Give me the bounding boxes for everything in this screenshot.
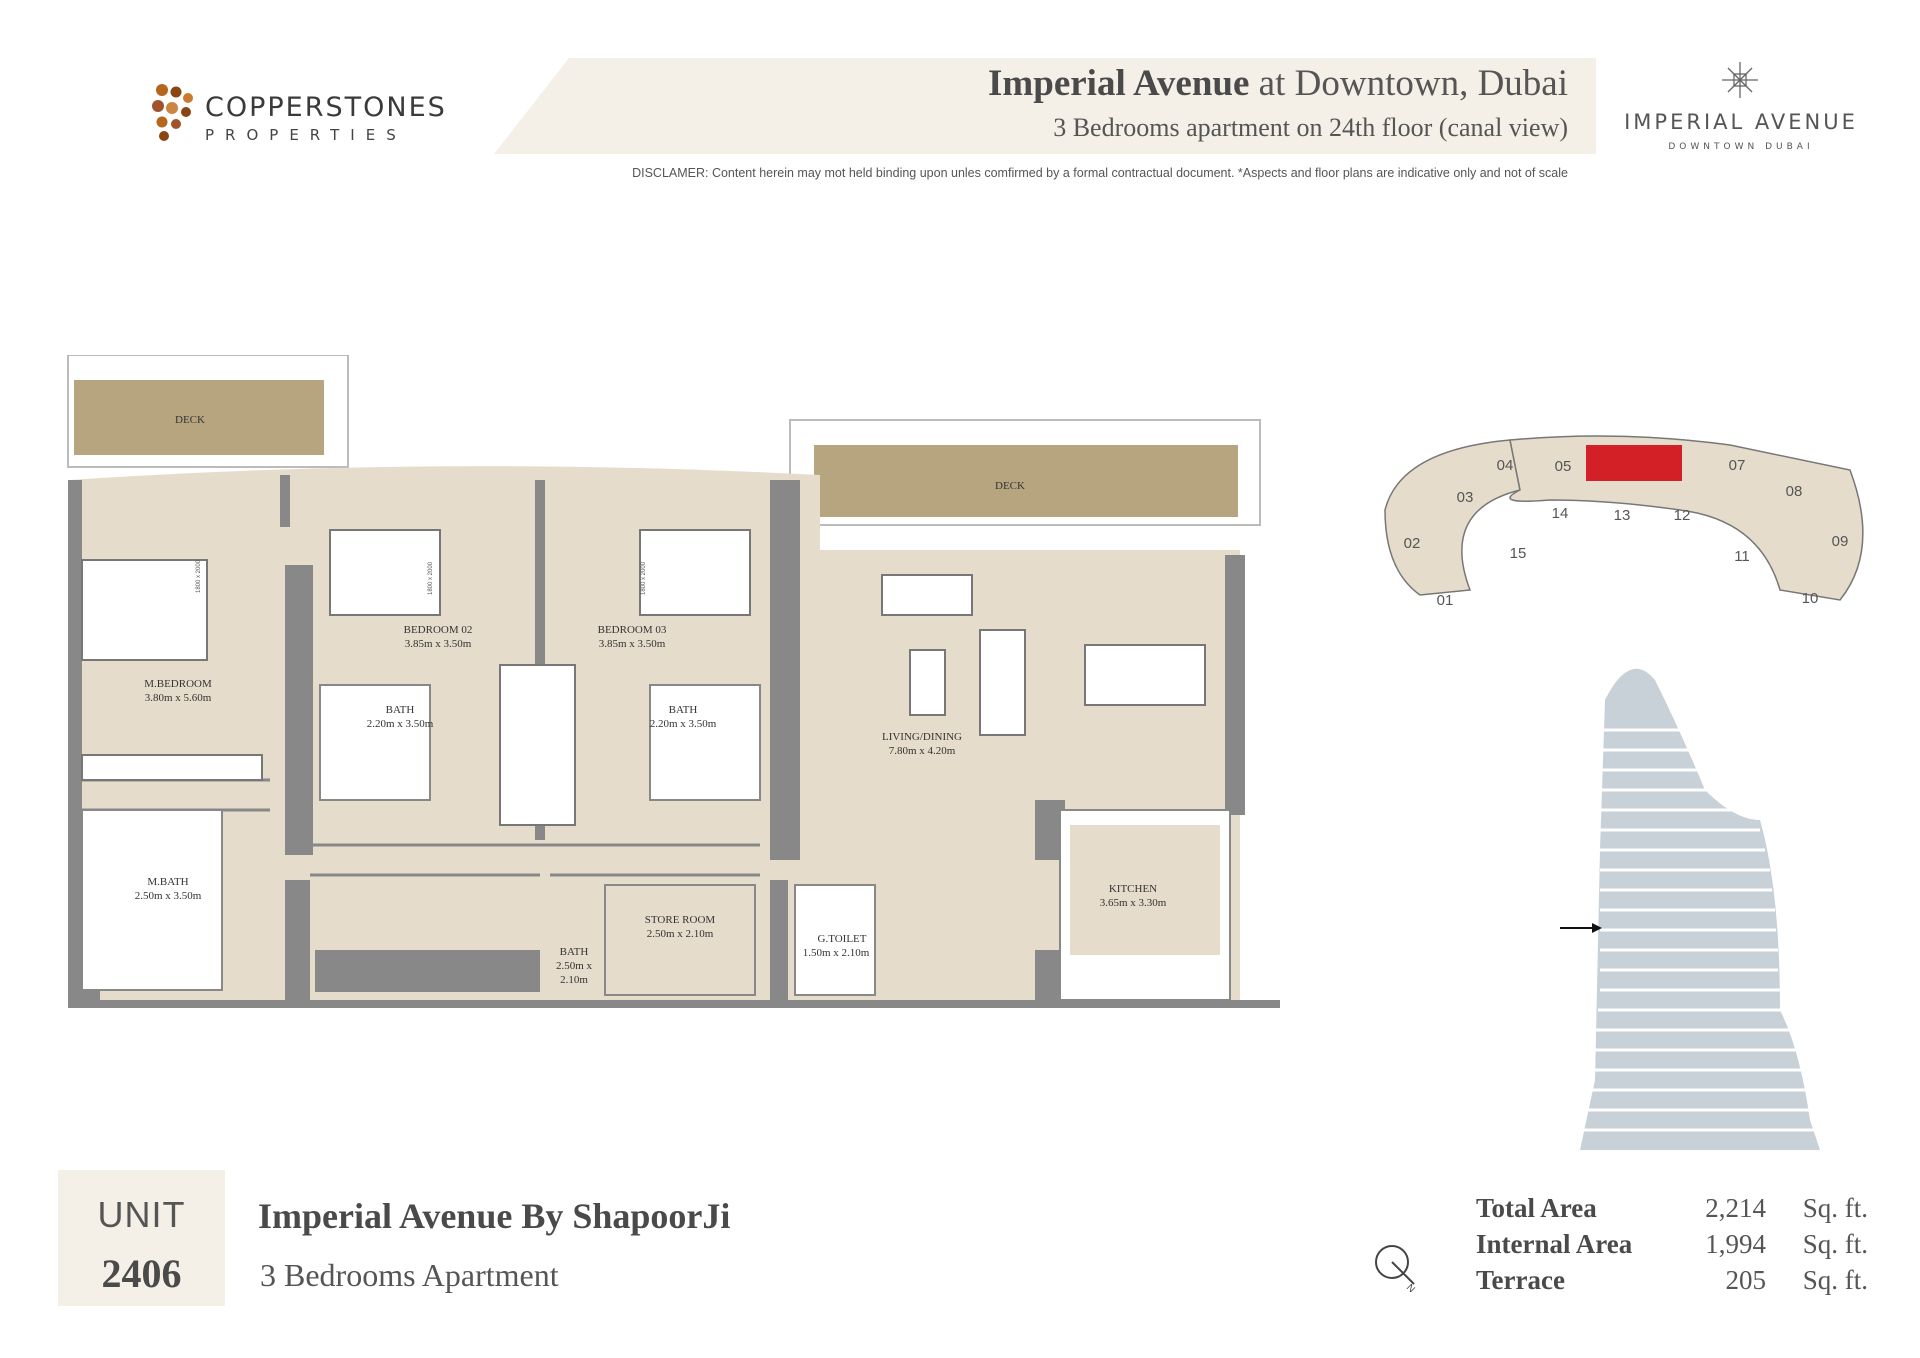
- area-unit: Sq. ft.: [1802, 1265, 1868, 1295]
- room-label-bedroom-03: BEDROOM 03: [598, 624, 667, 636]
- area-value: 2,214: [1705, 1193, 1766, 1223]
- area-label: Total Area: [1476, 1193, 1597, 1223]
- area-value: 205: [1725, 1265, 1767, 1295]
- key-unit-11: 11: [1734, 548, 1750, 565]
- unit-box: [58, 1170, 225, 1306]
- room-dims-bath-1: 2.20m x 3.50m: [367, 718, 434, 730]
- room-dims-m-bedroom: 3.80m x 5.60m: [145, 692, 212, 704]
- project-type: 3 Bedrooms Apartment: [260, 1257, 559, 1293]
- imperial-avenue-logo-icon: [1722, 62, 1758, 98]
- tower-elevation: [1560, 668, 1820, 1150]
- key-unit-13: 13: [1614, 507, 1631, 524]
- area-label: Terrace: [1476, 1265, 1565, 1295]
- logo-text-secondary: PROPERTIES: [205, 126, 407, 144]
- bed-size-label-1: 1800 x 2000: [196, 559, 202, 593]
- room-dims-bath-3a: 2.50m x: [556, 960, 593, 972]
- room-dims-kitchen: 3.65m x 3.30m: [1100, 897, 1167, 909]
- room-dims-bedroom-02: 3.85m x 3.50m: [405, 638, 472, 650]
- room-label-kitchen: KITCHEN: [1109, 883, 1157, 895]
- key-unit-07: 07: [1729, 457, 1746, 474]
- bed-size-label-3: 1800 x 2000: [641, 561, 647, 595]
- copperstones-logo-icon: [152, 84, 193, 141]
- key-unit-15: 15: [1510, 545, 1527, 562]
- page-title: Imperial Avenue at Downtown, Dubai: [988, 62, 1568, 105]
- room-label-bedroom-02: BEDROOM 02: [404, 624, 473, 636]
- key-unit-04: 04: [1497, 457, 1514, 474]
- room-label-bath-1: BATH: [386, 704, 415, 716]
- header-band: [494, 58, 1596, 154]
- key-unit-08: 08: [1786, 483, 1803, 500]
- key-plan: 01 02 03 04 05 07 08 09 10 11 12 13 14 1…: [1384, 435, 1864, 609]
- key-plan-highlight: [1586, 445, 1682, 481]
- area-row-total: Total Area 2,214 Sq. ft.: [1476, 1193, 1876, 1227]
- unit-label: UNIT: [97, 1194, 186, 1235]
- room-dims-m-bath: 2.50m x 3.50m: [135, 890, 202, 902]
- room-dims-store-room: 2.50m x 2.10m: [647, 928, 714, 940]
- room-label-m-bath: M.BATH: [147, 876, 188, 888]
- north-compass-icon: N: [1375, 1245, 1417, 1292]
- key-unit-02: 02: [1404, 535, 1421, 552]
- project-name: Imperial Avenue By ShapoorJi: [258, 1196, 731, 1236]
- area-row-internal: Internal Area 1,994 Sq. ft.: [1476, 1229, 1876, 1263]
- floor-plan: DECK DECK M.BEDROOM 3.80m x 5.60m BEDROO…: [67, 355, 1280, 1008]
- key-unit-09: 09: [1832, 533, 1849, 550]
- svg-text:N: N: [1404, 1282, 1417, 1292]
- area-unit: Sq. ft.: [1802, 1229, 1868, 1259]
- room-label-m-bedroom: M.BEDROOM: [144, 678, 212, 690]
- key-unit-12: 12: [1674, 507, 1691, 524]
- room-label-bath-3: BATH: [560, 946, 589, 958]
- room-label-bath-2: BATH: [669, 704, 698, 716]
- bed-size-label-2: 1800 x 2000: [428, 561, 434, 595]
- room-dims-bath-3b: 2.10m: [560, 974, 588, 986]
- room-label-living-dining: LIVING/DINING: [882, 731, 962, 743]
- page-subtitle: 3 Bedrooms apartment on 24th floor (cana…: [1053, 113, 1568, 142]
- room-dims-living-dining: 7.80m x 4.20m: [889, 745, 956, 757]
- key-unit-03: 03: [1457, 489, 1474, 506]
- logo-text-primary: COPPERSTONES: [205, 92, 447, 123]
- brand-subtitle: DOWNTOWN DUBAI: [1668, 142, 1814, 152]
- room-dims-bath-2: 2.20m x 3.50m: [650, 718, 717, 730]
- floor-indicator-arrow-icon: [1560, 923, 1602, 933]
- area-unit: Sq. ft.: [1802, 1193, 1868, 1223]
- unit-number: 2406: [101, 1251, 182, 1296]
- room-label-deck-right: DECK: [995, 480, 1025, 492]
- key-unit-01: 01: [1437, 592, 1454, 609]
- page-title-rest: at Downtown, Dubai: [1249, 63, 1568, 104]
- room-label-g-toilet: G.TOILET: [818, 933, 867, 945]
- area-label: Internal Area: [1476, 1229, 1633, 1259]
- disclaimer-text: DISCLAMER: Content herein may mot held b…: [632, 166, 1568, 180]
- area-row-terrace: Terrace 205 Sq. ft.: [1476, 1265, 1876, 1299]
- room-dims-bedroom-03: 3.85m x 3.50m: [599, 638, 666, 650]
- key-unit-14: 14: [1552, 505, 1569, 522]
- area-value: 1,994: [1705, 1229, 1766, 1259]
- room-label-store-room: STORE ROOM: [645, 914, 716, 926]
- room-dims-g-toilet: 1.50m x 2.10m: [803, 947, 870, 959]
- page-title-bold: Imperial Avenue: [988, 63, 1250, 104]
- key-unit-05: 05: [1555, 458, 1572, 475]
- key-unit-10: 10: [1802, 590, 1819, 607]
- room-label-deck-left: DECK: [175, 414, 205, 426]
- brand-name: IMPERIAL AVENUE: [1624, 110, 1858, 134]
